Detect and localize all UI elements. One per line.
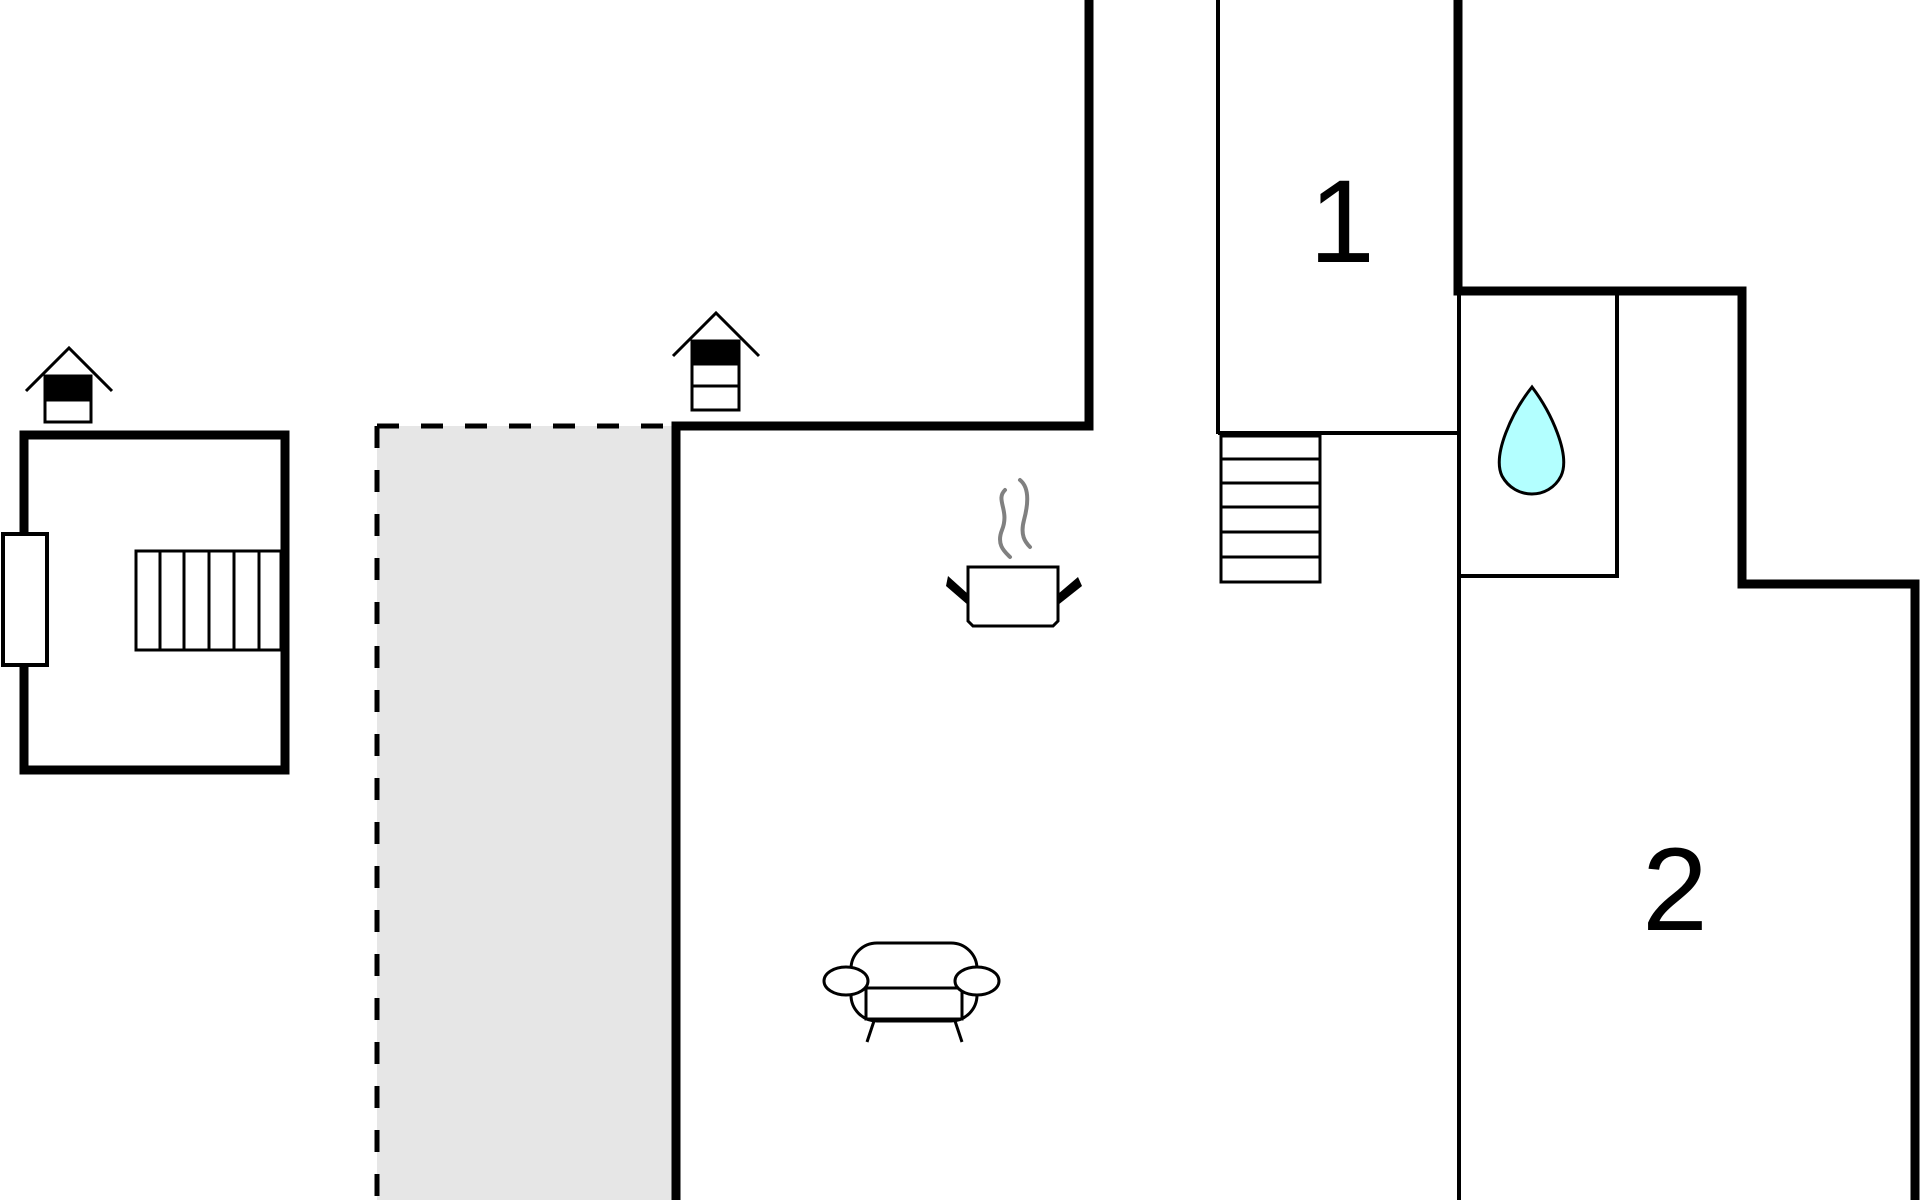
wall-main-right — [1453, 0, 1920, 1200]
exterior-walls — [671, 0, 1920, 1200]
pot-body — [966, 565, 1060, 628]
wall-main-left — [671, 0, 1094, 1200]
room-label-1: 1 — [1309, 156, 1375, 288]
interior-walls — [1216, 0, 1619, 1200]
cooking-pot-icon — [946, 478, 1082, 628]
steam-line — [998, 488, 1012, 559]
sofa-leg-right — [953, 1020, 964, 1043]
water-drop-icon — [1497, 384, 1566, 496]
outbuilding-door — [1, 532, 49, 667]
sofa-icon — [822, 941, 1001, 1043]
terrace-fill — [377, 426, 674, 1200]
entrance-arrow-icon — [671, 310, 761, 412]
pot-handle-right — [1058, 577, 1082, 605]
stairs-icon — [1219, 434, 1322, 584]
sofa-seat — [864, 986, 964, 1021]
terrace-area — [374, 423, 674, 1200]
pot-handle-left — [946, 576, 968, 605]
sofa-arm-left — [822, 965, 870, 997]
bathroom-walls — [1457, 290, 1619, 578]
sofa-leg-left — [865, 1020, 876, 1043]
room-label-2: 2 — [1642, 824, 1708, 956]
stairs-icon — [134, 549, 283, 652]
entrance-arrow-icon — [24, 345, 114, 424]
steam-line — [1018, 478, 1032, 549]
sofa-arm-right — [953, 965, 1001, 997]
